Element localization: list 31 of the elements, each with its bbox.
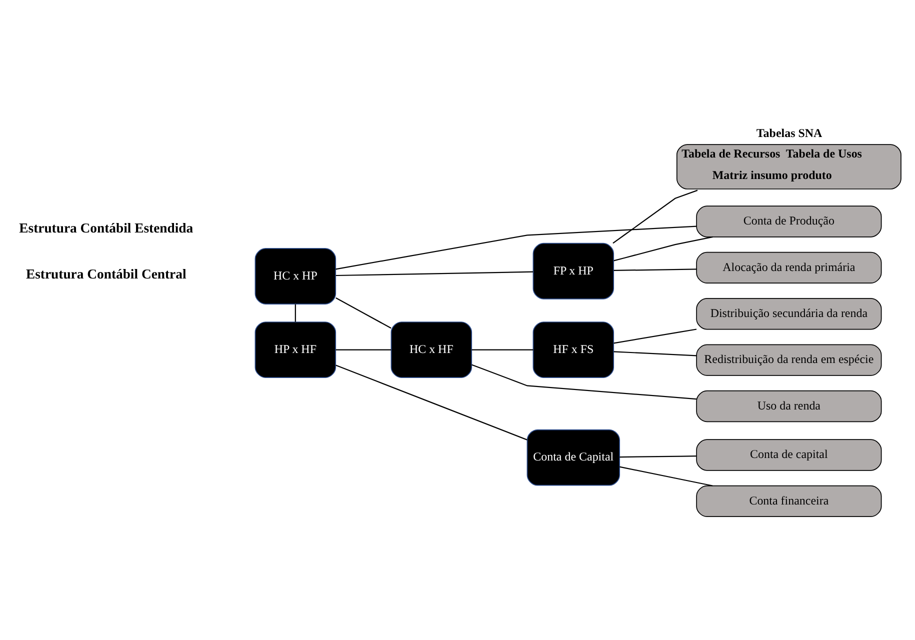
node-label: Tabelas SNA (756, 125, 822, 140)
connector (294, 304, 296, 322)
connector (619, 466, 713, 486)
connector (336, 364, 528, 440)
connector (614, 236, 713, 261)
connector (620, 455, 696, 458)
node-box: HC x HP (254, 248, 336, 304)
connector (336, 296, 392, 328)
connector (336, 348, 392, 350)
connector (614, 328, 697, 344)
connector (336, 225, 696, 270)
connector (472, 364, 697, 400)
node-box: FP x HP (532, 242, 614, 299)
node-box: HF x FS (532, 321, 614, 378)
node-box: HP x HF (254, 321, 336, 378)
node-box: HC x HF (390, 321, 472, 378)
label: Estrutura Contábil Estendida (19, 220, 194, 235)
connector (472, 348, 534, 350)
node-box: Conta de Produção (696, 205, 882, 237)
node-box: Conta financeira (696, 484, 882, 516)
node-box: Alocação da renda primária (696, 251, 882, 283)
connector (614, 350, 697, 356)
node-box: Redistribuição da renda em espécie (696, 344, 882, 376)
node-box: Conta de Capital (526, 428, 620, 486)
node-box: Conta de capital (696, 438, 882, 470)
node-box: Uso da renda (696, 390, 882, 422)
connector (612, 189, 698, 244)
connector (614, 268, 696, 271)
node-box: Distribuição secundária da renda (696, 298, 882, 330)
connector (336, 270, 534, 276)
label: Estrutura Contábil Central (26, 266, 186, 282)
